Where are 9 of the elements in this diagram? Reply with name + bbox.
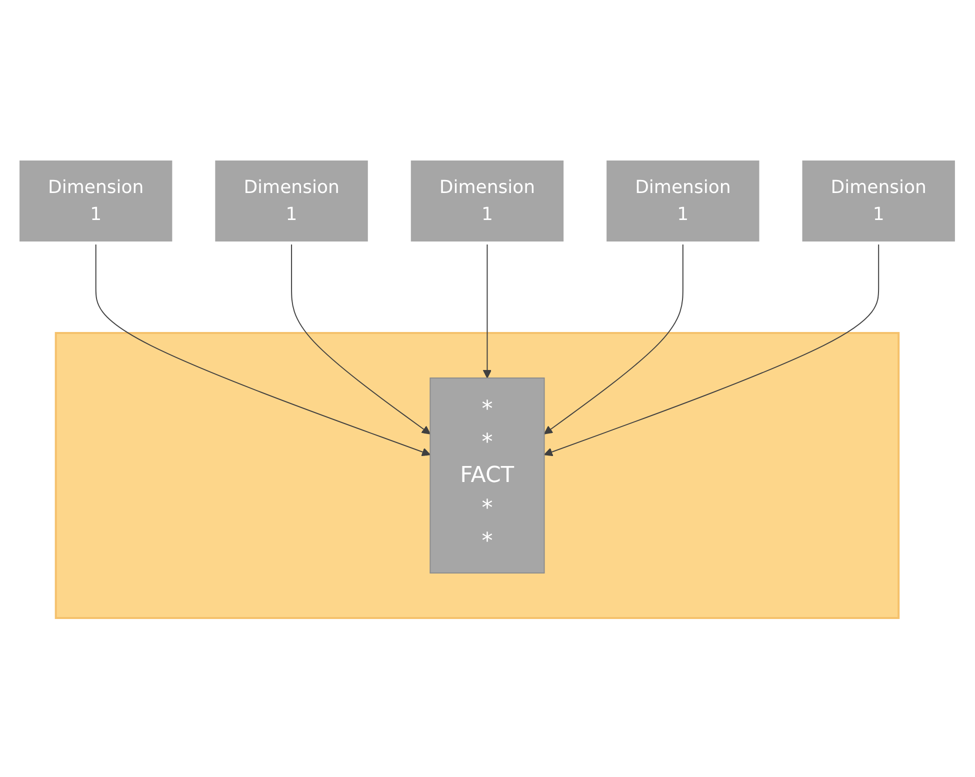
arrow: [483, 242, 492, 378]
arrow: [291, 242, 431, 434]
cluster: [55, 332, 900, 619]
node-box: Dimension 1: [408, 158, 567, 244]
arrow: [544, 242, 684, 434]
node-box: Dimension 1: [16, 158, 176, 244]
arrow: [544, 242, 880, 456]
node-box: * * FACT * *: [430, 378, 546, 574]
arrow: [96, 242, 431, 456]
